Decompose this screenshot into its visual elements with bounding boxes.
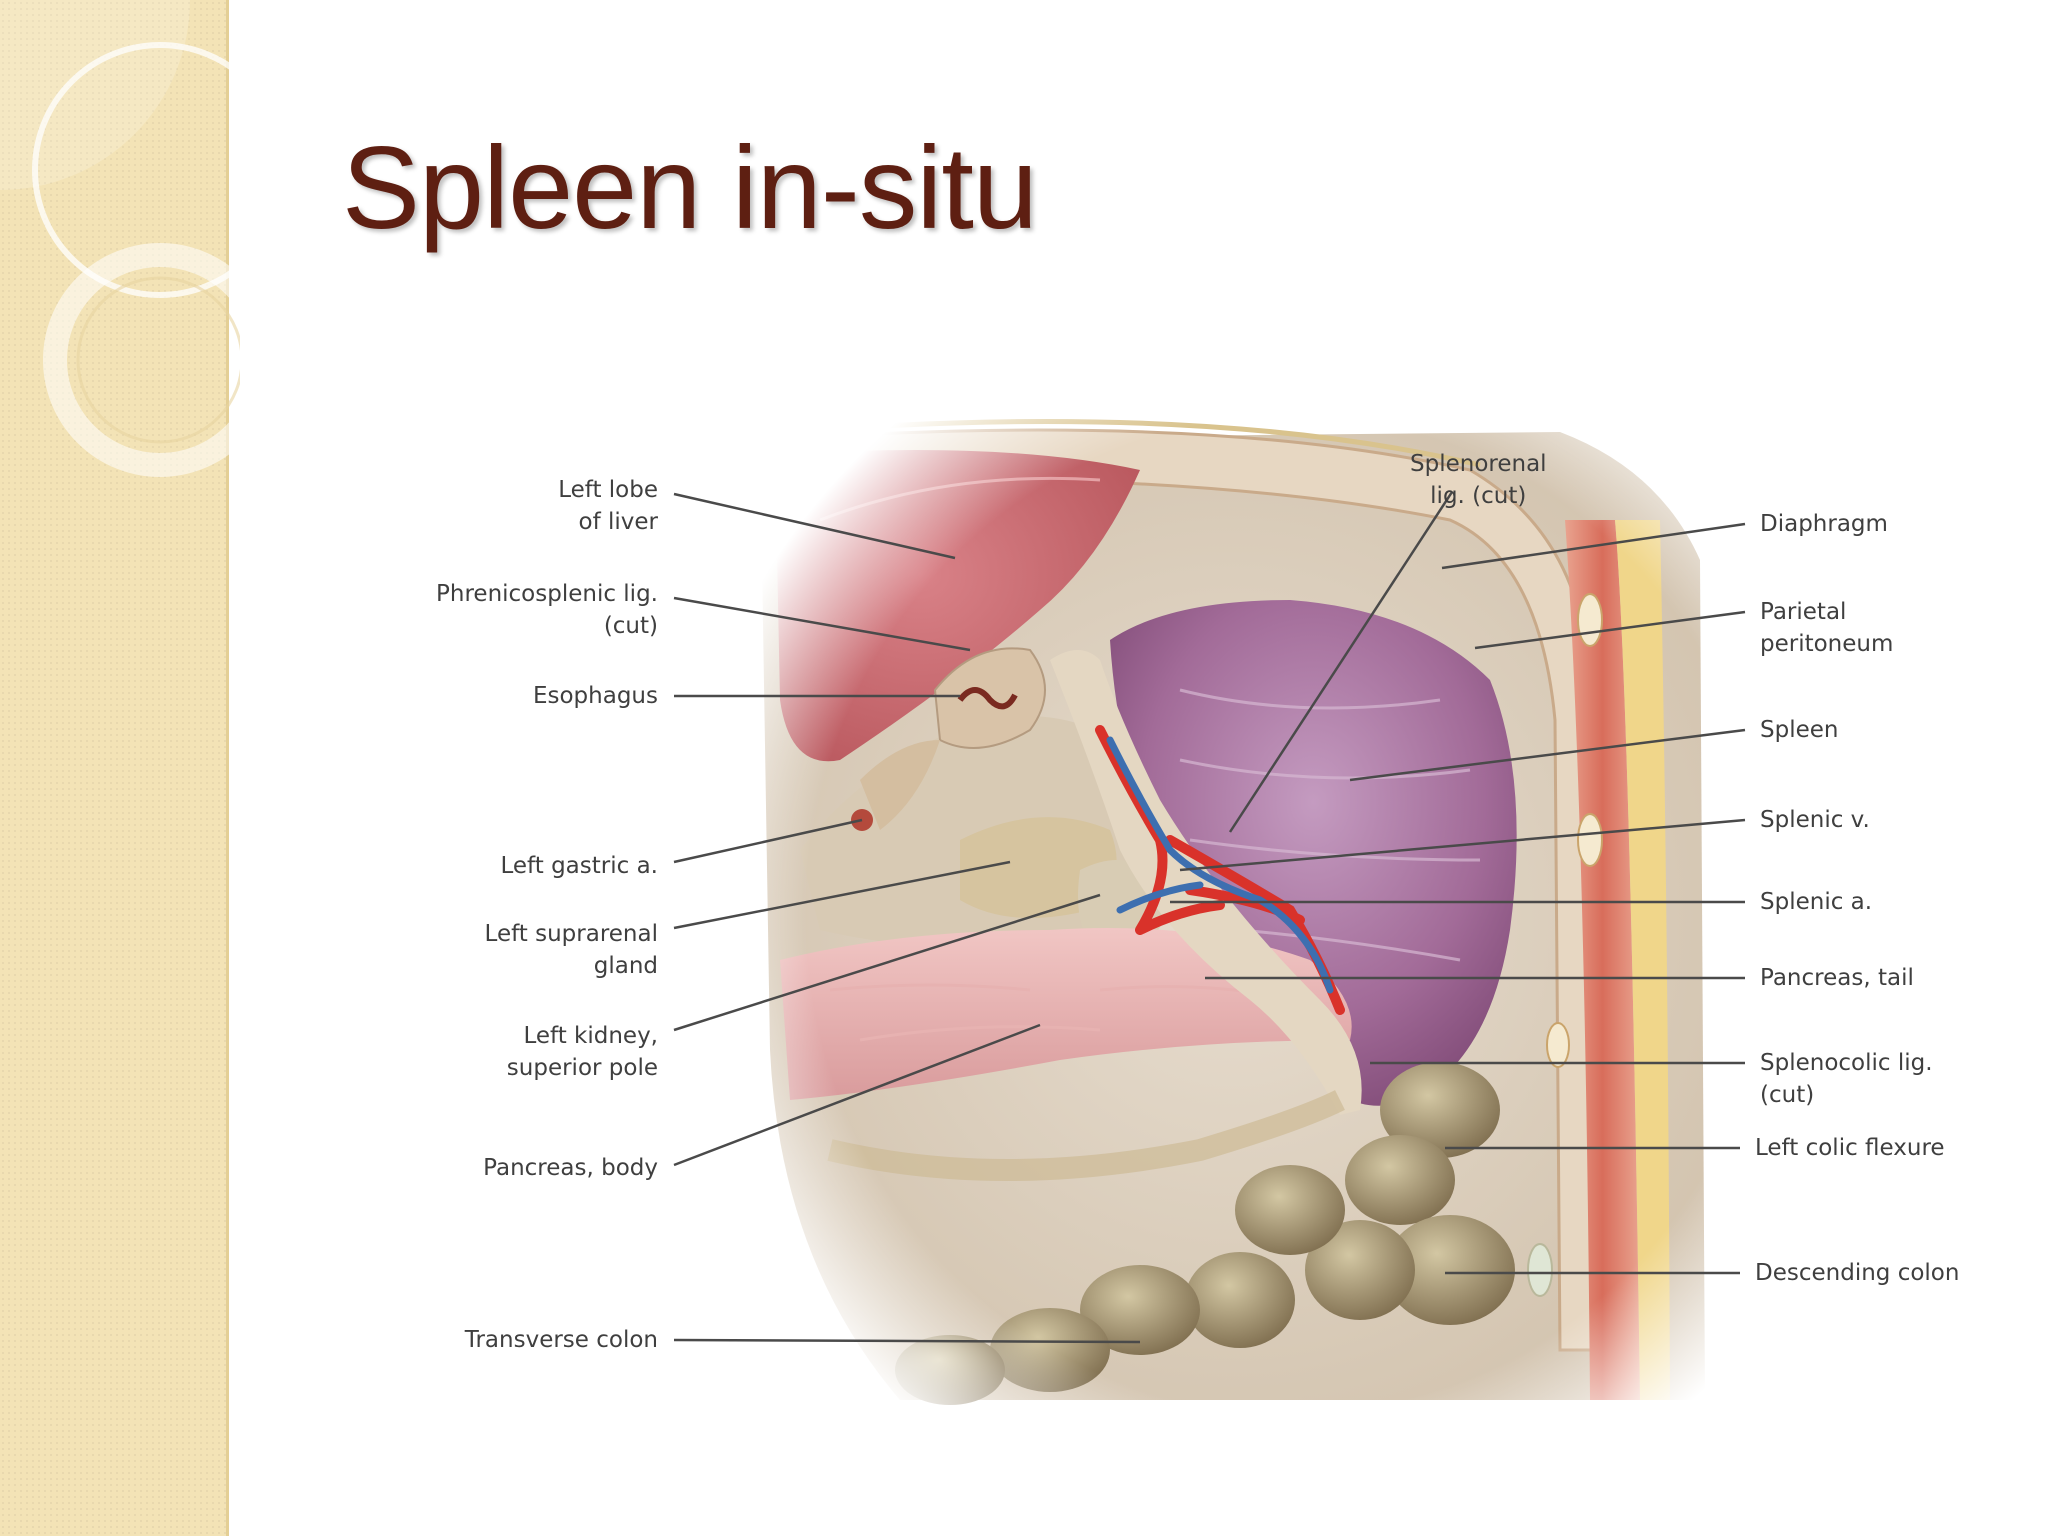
label-text: Esophagus	[532, 683, 658, 709]
label-left-gastric-a: Left gastric a.	[501, 850, 659, 882]
label-text: Left lobe of liver	[558, 477, 658, 535]
label-text: Splenocolic lig. (cut)	[1760, 1050, 1933, 1108]
label-text: Spleen	[1760, 717, 1839, 743]
label-pancreas-body: Pancreas, body	[483, 1152, 658, 1184]
label-text: Left suprarenal gland	[484, 921, 658, 979]
label-text: Splenorenal lig. (cut)	[1410, 451, 1547, 509]
decor-circles	[0, 0, 240, 477]
label-text: Splenic v.	[1760, 807, 1870, 833]
label-splenic-v: Splenic v.	[1760, 804, 1870, 836]
label-text: Diaphragm	[1760, 511, 1888, 537]
label-text: Descending colon	[1755, 1260, 1960, 1286]
label-text: Transverse colon	[464, 1327, 658, 1353]
label-splenocolic-lig: Splenocolic lig. (cut)	[1760, 1047, 1933, 1111]
label-text: Pancreas, body	[483, 1155, 658, 1181]
label-text: Splenic a.	[1760, 889, 1873, 915]
label-descending-colon: Descending colon	[1755, 1257, 1959, 1289]
label-diaphragm: Diaphragm	[1760, 508, 1888, 540]
label-splenic-a: Splenic a.	[1760, 886, 1872, 918]
label-left-suprarenal-gland: Left suprarenal gland	[485, 918, 658, 982]
label-left-lobe-of-liver: Left lobe of liver	[558, 474, 658, 538]
label-splenorenal-lig: Splenorenal lig. (cut)	[1410, 448, 1547, 512]
label-text: Left colic flexure	[1755, 1135, 1945, 1161]
label-parietal-peritoneum: Parietal peritoneum	[1760, 596, 1893, 660]
label-text: Left gastric a.	[500, 853, 659, 879]
label-esophagus: Esophagus	[533, 680, 658, 712]
label-text: Phrenicosplenic lig. (cut)	[436, 581, 658, 639]
label-text: Parietal peritoneum	[1760, 599, 1894, 657]
label-pancreas-tail: Pancreas, tail	[1760, 962, 1914, 994]
label-text: Left kidney, superior pole	[506, 1023, 658, 1081]
label-transverse-colon: Transverse colon	[465, 1324, 658, 1356]
label-phrenicosplenic-lig: Phrenicosplenic lig. (cut)	[436, 578, 658, 642]
side-decor-edge	[226, 0, 229, 1536]
leader-lines	[673, 491, 1746, 1344]
label-left-colic-flexure: Left colic flexure	[1755, 1132, 1945, 1164]
label-left-kidney-superior-pole: Left kidney, superior pole	[507, 1020, 658, 1084]
label-text: Pancreas, tail	[1760, 965, 1914, 991]
slide-title: Spleen in-situ	[342, 122, 1038, 253]
label-spleen: Spleen	[1760, 714, 1838, 746]
